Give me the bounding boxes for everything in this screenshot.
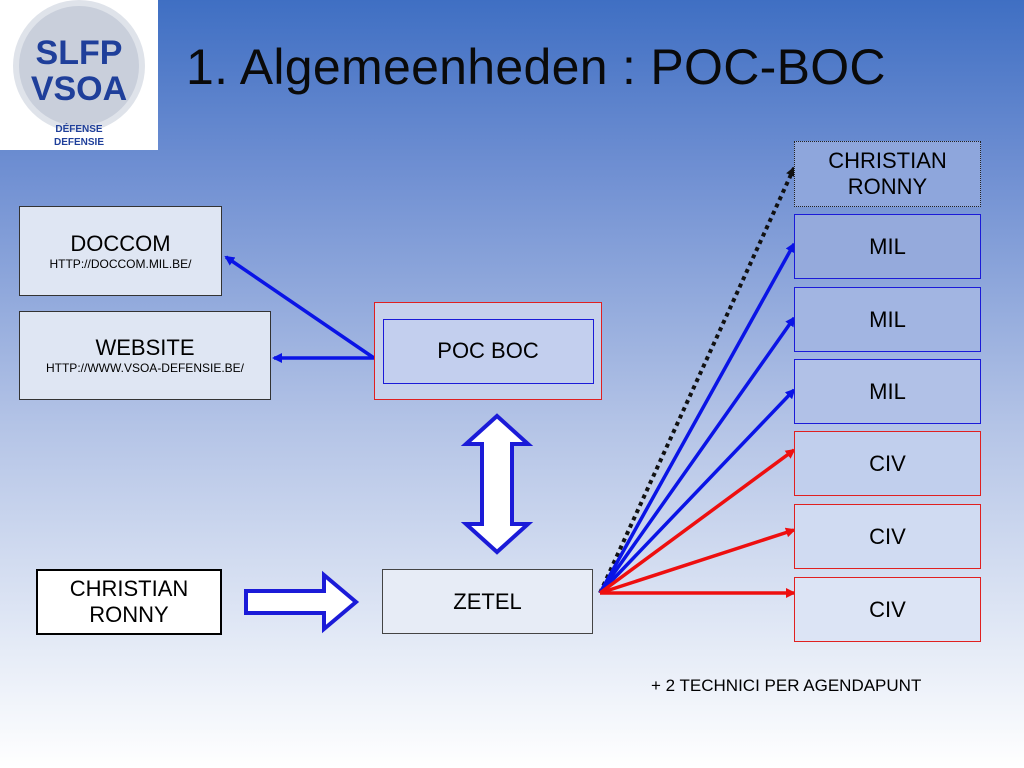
slfp-vsoa-logo: SLFP VSOA DÉFENSE DEFENSIE: [0, 0, 158, 150]
arrow-to-mil-1: [598, 242, 796, 594]
civ-label-2: CIV: [869, 523, 906, 549]
arrow-to-civ-1: [598, 448, 796, 595]
page-title: 1. Algemeenheden : POC-BOC: [186, 39, 886, 95]
website-box: WEBSITE HTTP://WWW.VSOA-DEFENSIE.BE/: [19, 311, 271, 400]
dotted-arrow-to-person-top: [598, 166, 796, 594]
person-top-line1: CHRISTIAN: [828, 148, 947, 173]
pocboc-inner-box: POC BOC: [382, 318, 594, 384]
arrow-to-mil-3: [598, 388, 796, 595]
zetel-box: ZETEL: [382, 569, 593, 634]
mil-box-2: MIL: [794, 287, 981, 352]
civ-box-2: CIV: [794, 504, 981, 569]
mil-label-3: MIL: [869, 378, 906, 404]
double-arrow-pocboc-zetel: [460, 413, 534, 555]
arrow-to-mil-2: [598, 316, 796, 595]
mil-box-1: MIL: [794, 214, 981, 279]
mil-label-1: MIL: [869, 233, 906, 259]
logo-text-vsoa: VSOA: [31, 70, 127, 108]
doccom-box: DOCCOM HTTP://DOCCOM.MIL.BE/: [19, 206, 222, 296]
person-left-line2: RONNY: [89, 602, 169, 627]
person-top-line2: RONNY: [847, 174, 928, 199]
mil-box-3: MIL: [794, 359, 981, 424]
person-left-box: CHRISTIAN RONNY: [36, 569, 222, 635]
person-left-line1: CHRISTIAN: [69, 576, 189, 601]
website-url: HTTP://WWW.VSOA-DEFENSIE.BE/: [45, 361, 244, 375]
civ-label-1: CIV: [869, 450, 906, 476]
logo-text-defense: DÉFENSE: [55, 122, 103, 135]
logo-graphic: SLFP VSOA DÉFENSE DEFENSIE: [13, 0, 145, 148]
arrow-to-civ-2: [599, 527, 796, 595]
arrow-person-to-zetel: [244, 570, 360, 634]
arrow-pocboc-to-doccom: [224, 255, 375, 360]
logo-text-slfp: SLFP: [36, 34, 123, 72]
civ-box-3: CIV: [794, 577, 981, 642]
zetel-label: ZETEL: [453, 588, 522, 614]
logo-text-defensie: DEFENSIE: [54, 137, 104, 148]
pocboc-label: POC BOC: [437, 338, 539, 363]
website-label: WEBSITE: [95, 335, 195, 360]
doccom-label: DOCCOM: [70, 230, 171, 256]
mil-label-2: MIL: [869, 306, 906, 332]
person-top-box: CHRISTIAN RONNY: [794, 141, 981, 207]
civ-box-1: CIV: [794, 431, 981, 496]
pocboc-outer-box: POC BOC: [374, 302, 602, 400]
doccom-url: HTTP://DOCCOM.MIL.BE/: [49, 256, 192, 271]
civ-label-3: CIV: [869, 596, 906, 622]
technici-note: + 2 TECHNICI PER AGENDAPUNT: [651, 676, 922, 695]
